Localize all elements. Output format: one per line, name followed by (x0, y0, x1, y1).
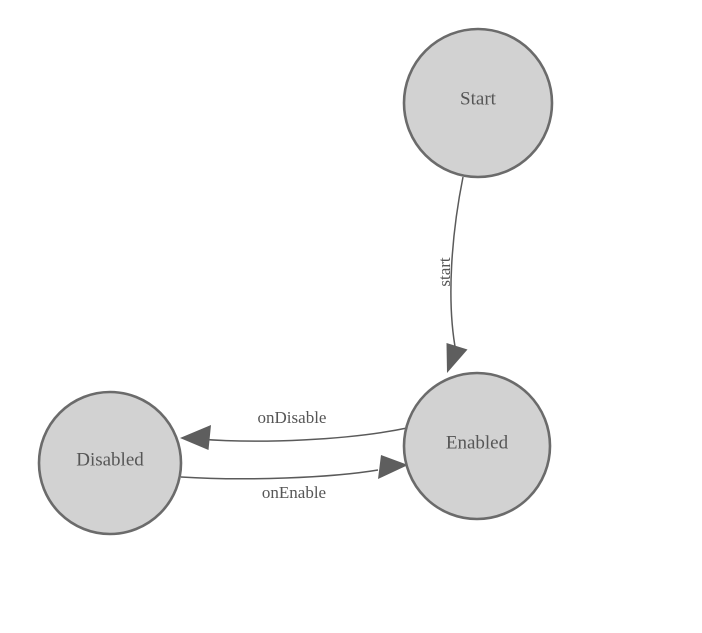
edge-on-enable[interactable]: onEnable (180, 455, 408, 502)
edge-start[interactable]: start (435, 176, 468, 373)
edge-on-disable-arrowhead (180, 425, 211, 450)
node-enabled-label: Enabled (446, 432, 509, 453)
edge-on-enable-arrowhead (378, 455, 408, 479)
node-disabled-circle (37, 390, 183, 536)
edge-start-arrowhead (446, 343, 468, 373)
edge-start-label: start (435, 257, 454, 287)
edge-on-disable[interactable]: onDisable (180, 408, 408, 450)
node-enabled[interactable]: Enabled (402, 371, 552, 521)
node-start[interactable]: Start (402, 27, 554, 179)
node-disabled-label: Disabled (76, 449, 144, 470)
node-disabled[interactable]: Disabled (37, 390, 183, 536)
edge-start-path (450, 176, 464, 353)
node-start-label: Start (460, 88, 497, 109)
node-enabled-circle (402, 371, 552, 521)
edge-on-disable-path (198, 427, 408, 442)
edge-on-enable-label: onEnable (262, 483, 326, 502)
edge-on-enable-path (180, 469, 379, 480)
edge-on-disable-label: onDisable (258, 408, 327, 427)
node-start-circle (402, 27, 554, 179)
